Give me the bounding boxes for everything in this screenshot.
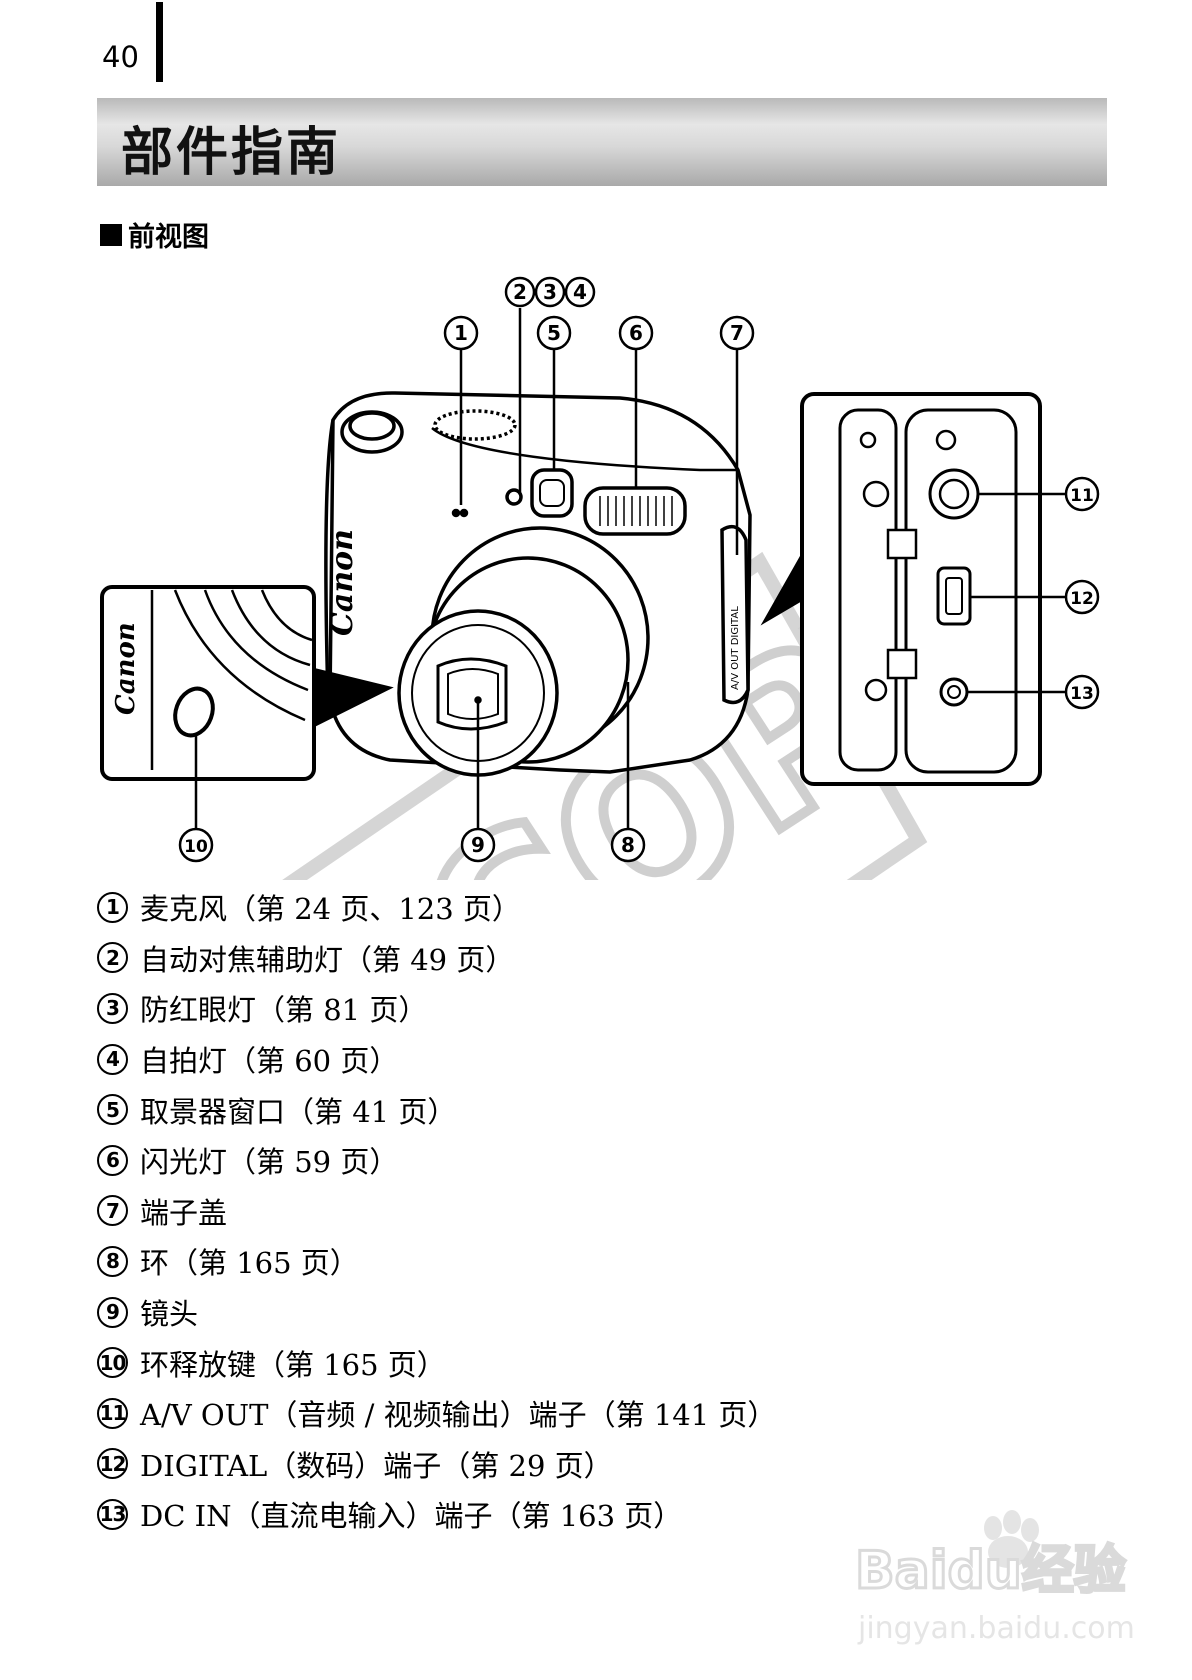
legend-item: 12 DIGITAL（数码）端子（第 29 页） <box>97 1439 776 1490</box>
svg-text:2: 2 <box>513 280 527 304</box>
section-heading: 前视图 <box>100 215 209 254</box>
legend-text: 防红眼灯（第 81 页） <box>140 993 428 1028</box>
legend-number: 7 <box>97 1195 128 1227</box>
legend-text: 闪光灯（第 59 页） <box>140 1145 399 1180</box>
svg-text:9: 9 <box>471 833 485 857</box>
legend-text: 自动对焦辅助灯（第 49 页） <box>140 942 515 977</box>
legend-text: 自拍灯（第 60 页） <box>140 1044 399 1079</box>
legend-text: 环释放键（第 165 页） <box>140 1347 446 1382</box>
legend-text: 镜头 <box>140 1297 199 1332</box>
svg-text:3: 3 <box>543 280 557 304</box>
callout-10: 10 <box>178 827 214 863</box>
legend-text: DC IN（直流电输入）端子（第 163 页） <box>140 1499 683 1534</box>
callout-11: 11 <box>1064 476 1100 512</box>
legend-item: 1 麦克风（第 24 页、123 页） <box>97 882 776 933</box>
callout-13: 13 <box>1064 674 1100 710</box>
legend-number: 11 <box>97 1397 128 1429</box>
terminals-inset <box>760 392 1042 786</box>
svg-text:11: 11 <box>1070 486 1094 506</box>
parts-legend: 1 麦克风（第 24 页、123 页） 2 自动对焦辅助灯（第 49 页） 3 … <box>97 882 776 1540</box>
legend-item: 9 镜头 <box>97 1287 776 1338</box>
legend-item: 4 自拍灯（第 60 页） <box>97 1034 776 1085</box>
legend-item: 5 取景器窗口（第 41 页） <box>97 1084 776 1135</box>
legend-text: 麦克风（第 24 页、123 页） <box>140 892 521 927</box>
callout-7: 7 <box>719 315 755 351</box>
callout-9: 9 <box>460 827 496 863</box>
svg-text:4: 4 <box>573 280 587 304</box>
legend-item: 2 自动对焦辅助灯（第 49 页） <box>97 933 776 984</box>
legend-number: 2 <box>97 942 128 974</box>
legend-number: 3 <box>97 992 128 1024</box>
legend-item: 3 防红眼灯（第 81 页） <box>97 983 776 1034</box>
square-bullet-icon <box>100 223 122 246</box>
legend-number: 8 <box>97 1245 128 1277</box>
callout-3: 3 <box>534 276 566 308</box>
page-title: 部件指南 <box>121 123 342 183</box>
legend-text: A/V OUT（音频 / 视频输出）端子（第 141 页） <box>140 1398 777 1433</box>
svg-text:6: 6 <box>629 321 643 345</box>
svg-text:10: 10 <box>184 837 208 857</box>
callout-6: 6 <box>618 315 654 351</box>
legend-item: 8 环（第 165 页） <box>97 1236 776 1287</box>
callout-2: 2 <box>504 276 536 308</box>
baidu-watermark-url: jingyan.baidu.com <box>857 1611 1135 1646</box>
legend-item: 7 端子盖 <box>97 1186 776 1237</box>
legend-text: 取景器窗口（第 41 页） <box>140 1094 457 1129</box>
legend-item: 6 闪光灯（第 59 页） <box>97 1135 776 1186</box>
svg-text:5: 5 <box>547 321 561 345</box>
camera-front-diagram: COPY Canon A/V OUT DIGITAL <box>100 276 1100 880</box>
legend-text: DIGITAL（数码）端子（第 29 页） <box>140 1448 613 1483</box>
callout-8: 8 <box>610 827 646 863</box>
leader-lines <box>194 308 1065 828</box>
callout-1: 1 <box>443 315 479 351</box>
legend-item: 11 A/V OUT（音频 / 视频输出）端子（第 141 页） <box>97 1388 776 1439</box>
svg-text:1: 1 <box>454 321 468 345</box>
svg-text:12: 12 <box>1070 589 1094 609</box>
legend-number: 9 <box>97 1296 128 1328</box>
legend-number: 13 <box>97 1498 128 1530</box>
callouts: 1 2 3 4 5 6 7 8 9 10 11 12 13 <box>178 276 1100 863</box>
legend-text: 环（第 165 页） <box>140 1246 359 1281</box>
camera-brand-text: Canon <box>325 529 360 636</box>
camera-body: Canon A/V OUT DIGITAL <box>324 391 752 777</box>
page-number: 40 <box>102 40 139 74</box>
page-number-bar <box>156 2 163 82</box>
terminal-cover-text: A/V OUT DIGITAL <box>730 606 741 690</box>
legend-item: 10 环释放键（第 165 页） <box>97 1337 776 1388</box>
legend-number: 4 <box>97 1043 128 1075</box>
inset-brand-text: Canon <box>111 622 141 715</box>
ring-release-inset: Canon <box>100 585 394 781</box>
svg-text:7: 7 <box>730 321 744 345</box>
legend-number: 1 <box>97 891 128 923</box>
callout-5: 5 <box>536 315 572 351</box>
svg-text:13: 13 <box>1070 684 1094 704</box>
legend-item: 13 DC IN（直流电输入）端子（第 163 页） <box>97 1489 776 1540</box>
legend-number: 5 <box>97 1094 128 1126</box>
paw-icon <box>984 1510 1039 1568</box>
legend-number: 10 <box>97 1347 128 1379</box>
legend-number: 12 <box>97 1448 128 1480</box>
svg-text:8: 8 <box>621 833 635 857</box>
callout-12: 12 <box>1064 579 1100 615</box>
title-band: 部件指南 <box>97 98 1107 186</box>
callout-4: 4 <box>564 276 596 308</box>
section-title: 前视图 <box>128 222 209 253</box>
baidu-watermark-text: Baidu经验 <box>855 1541 1126 1601</box>
legend-number: 6 <box>97 1144 128 1176</box>
legend-text: 端子盖 <box>140 1195 228 1230</box>
